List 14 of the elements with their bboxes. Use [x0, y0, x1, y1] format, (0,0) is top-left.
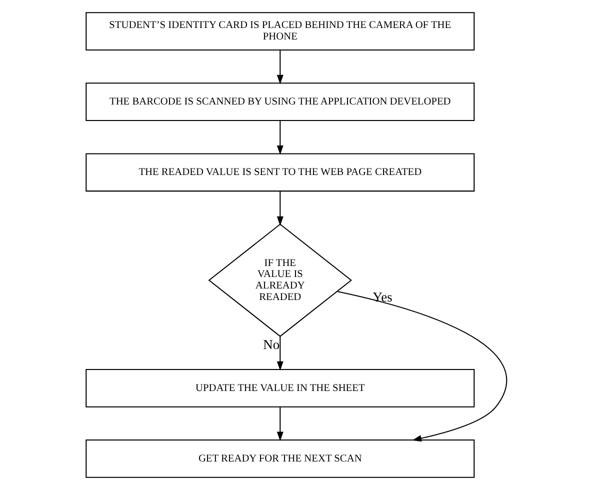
node-box: STUDENT’S IDENTITY CARD IS PLACED BEHIND THE CAMERA OF THE PHONE	[86, 12, 475, 50]
arrow	[276, 336, 284, 371]
node-box: THE READED VALUE IS SENT TO THE WEB PAGE CREATED	[86, 153, 475, 192]
arrow	[276, 50, 284, 84]
arrow	[276, 191, 284, 226]
node-box: UPDATE THE VALUE IN THE SHEET	[86, 368, 475, 408]
node-box: GET READY FOR THE NEXT SCAN	[86, 440, 475, 478]
edge-label: Yes	[372, 289, 392, 304]
edge-label: No	[263, 336, 280, 352]
arrow	[276, 120, 284, 155]
arrow	[276, 407, 284, 442]
arrow	[337, 290, 507, 442]
node-diamond: IF THE VALUE IS ALREADY READED	[208, 224, 352, 337]
node-box: THE BARCODE IS SCANNED BY USING THE APPLICATION DEVELOPED	[86, 82, 475, 122]
